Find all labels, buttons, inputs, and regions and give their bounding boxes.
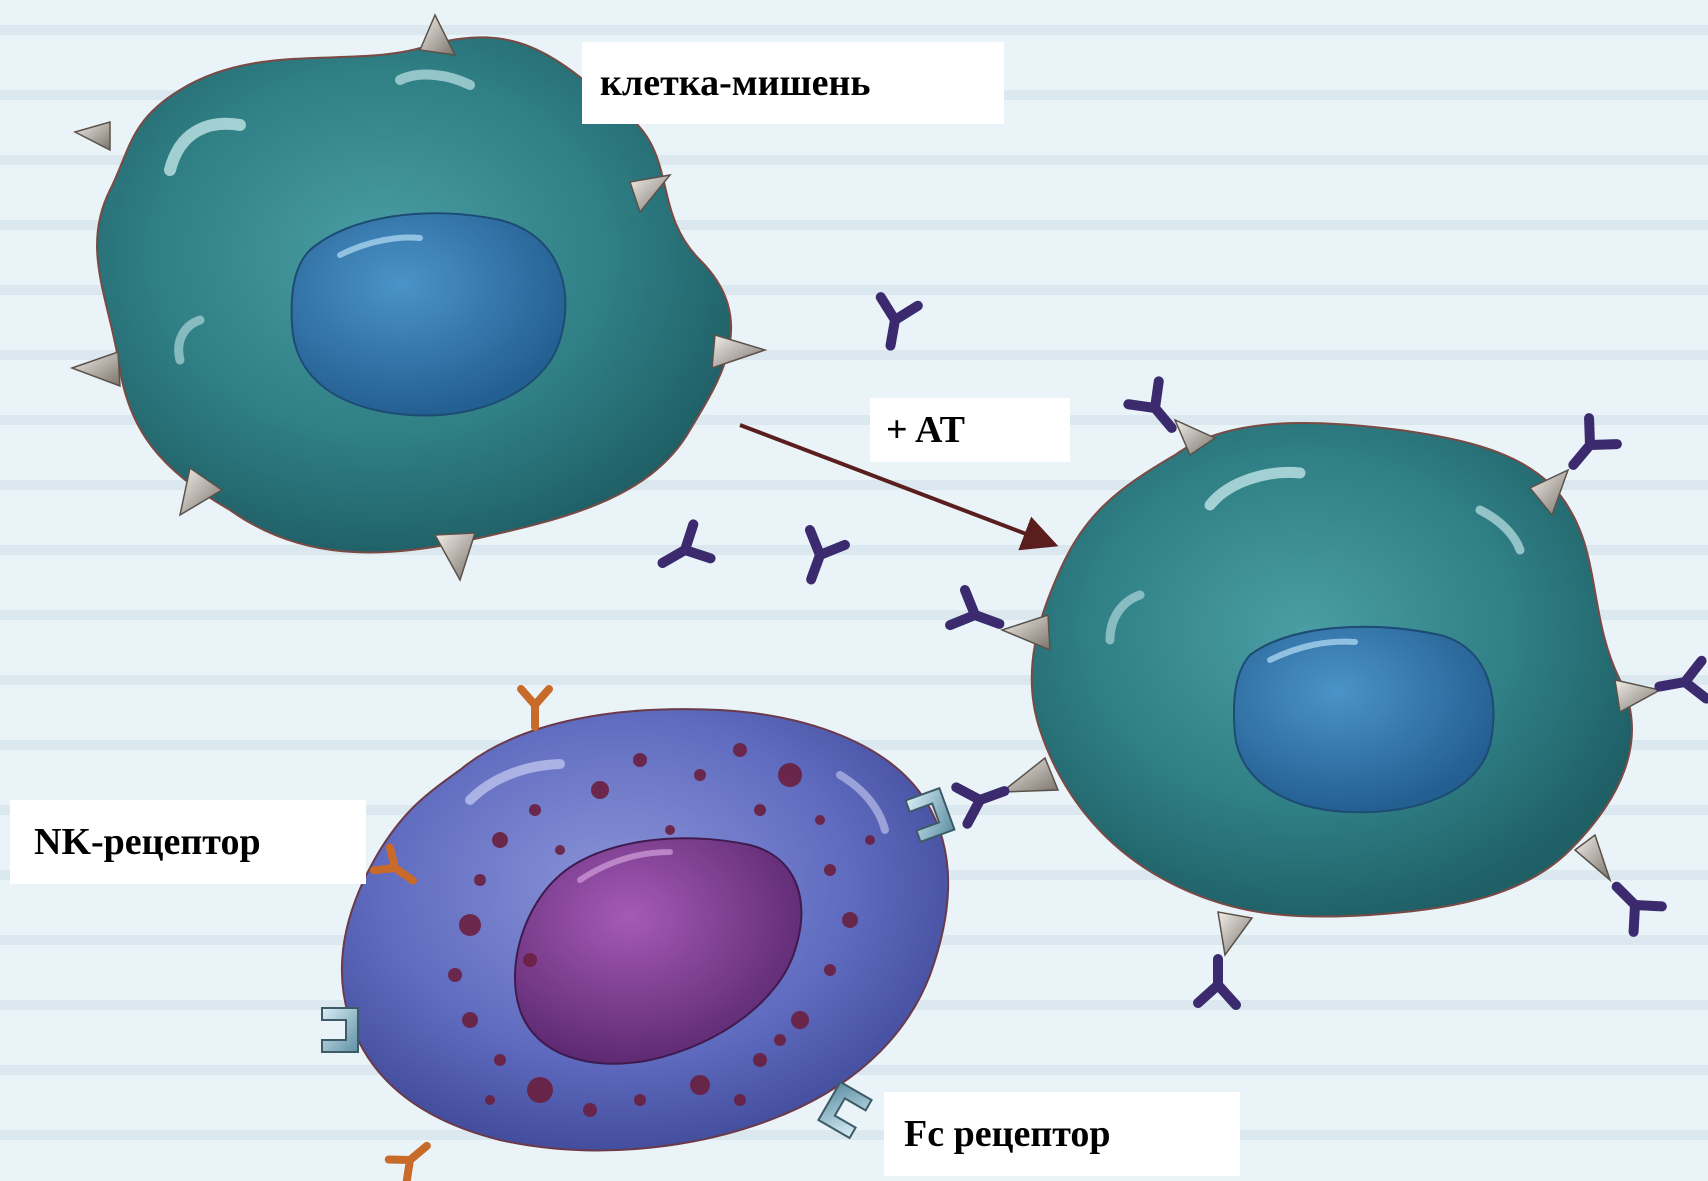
bound-antibody <box>1198 959 1236 1005</box>
free-antibody <box>873 297 918 349</box>
opsonized-cell-nucleus <box>1234 627 1494 812</box>
antigen-spike <box>1002 615 1050 650</box>
fc-receptor-label: Fc рецептор <box>884 1092 1240 1176</box>
nk-receptor <box>521 689 549 727</box>
fc-receptor <box>322 1008 358 1052</box>
target-cell-nucleus <box>292 213 566 415</box>
antigen-spike <box>435 533 475 580</box>
antigen-spike <box>1002 758 1058 792</box>
bound-antibody <box>1559 418 1618 478</box>
nk-receptor-label: NK-рецептор <box>10 800 366 884</box>
antigen-spike <box>75 122 110 150</box>
antigen-spike <box>1218 912 1252 955</box>
bound-antibody <box>1602 874 1661 933</box>
nk-receptor <box>389 1135 436 1181</box>
antibody-label: + AT <box>870 398 1070 462</box>
bound-antibody <box>1128 380 1187 440</box>
bound-antibody <box>954 772 1010 823</box>
nk-cell <box>322 689 954 1181</box>
opsonized-target-cell <box>950 380 1708 1005</box>
target-cell-label: клетка-мишень <box>582 42 1004 124</box>
free-antibody <box>794 530 845 586</box>
antigen-spike <box>712 335 765 368</box>
